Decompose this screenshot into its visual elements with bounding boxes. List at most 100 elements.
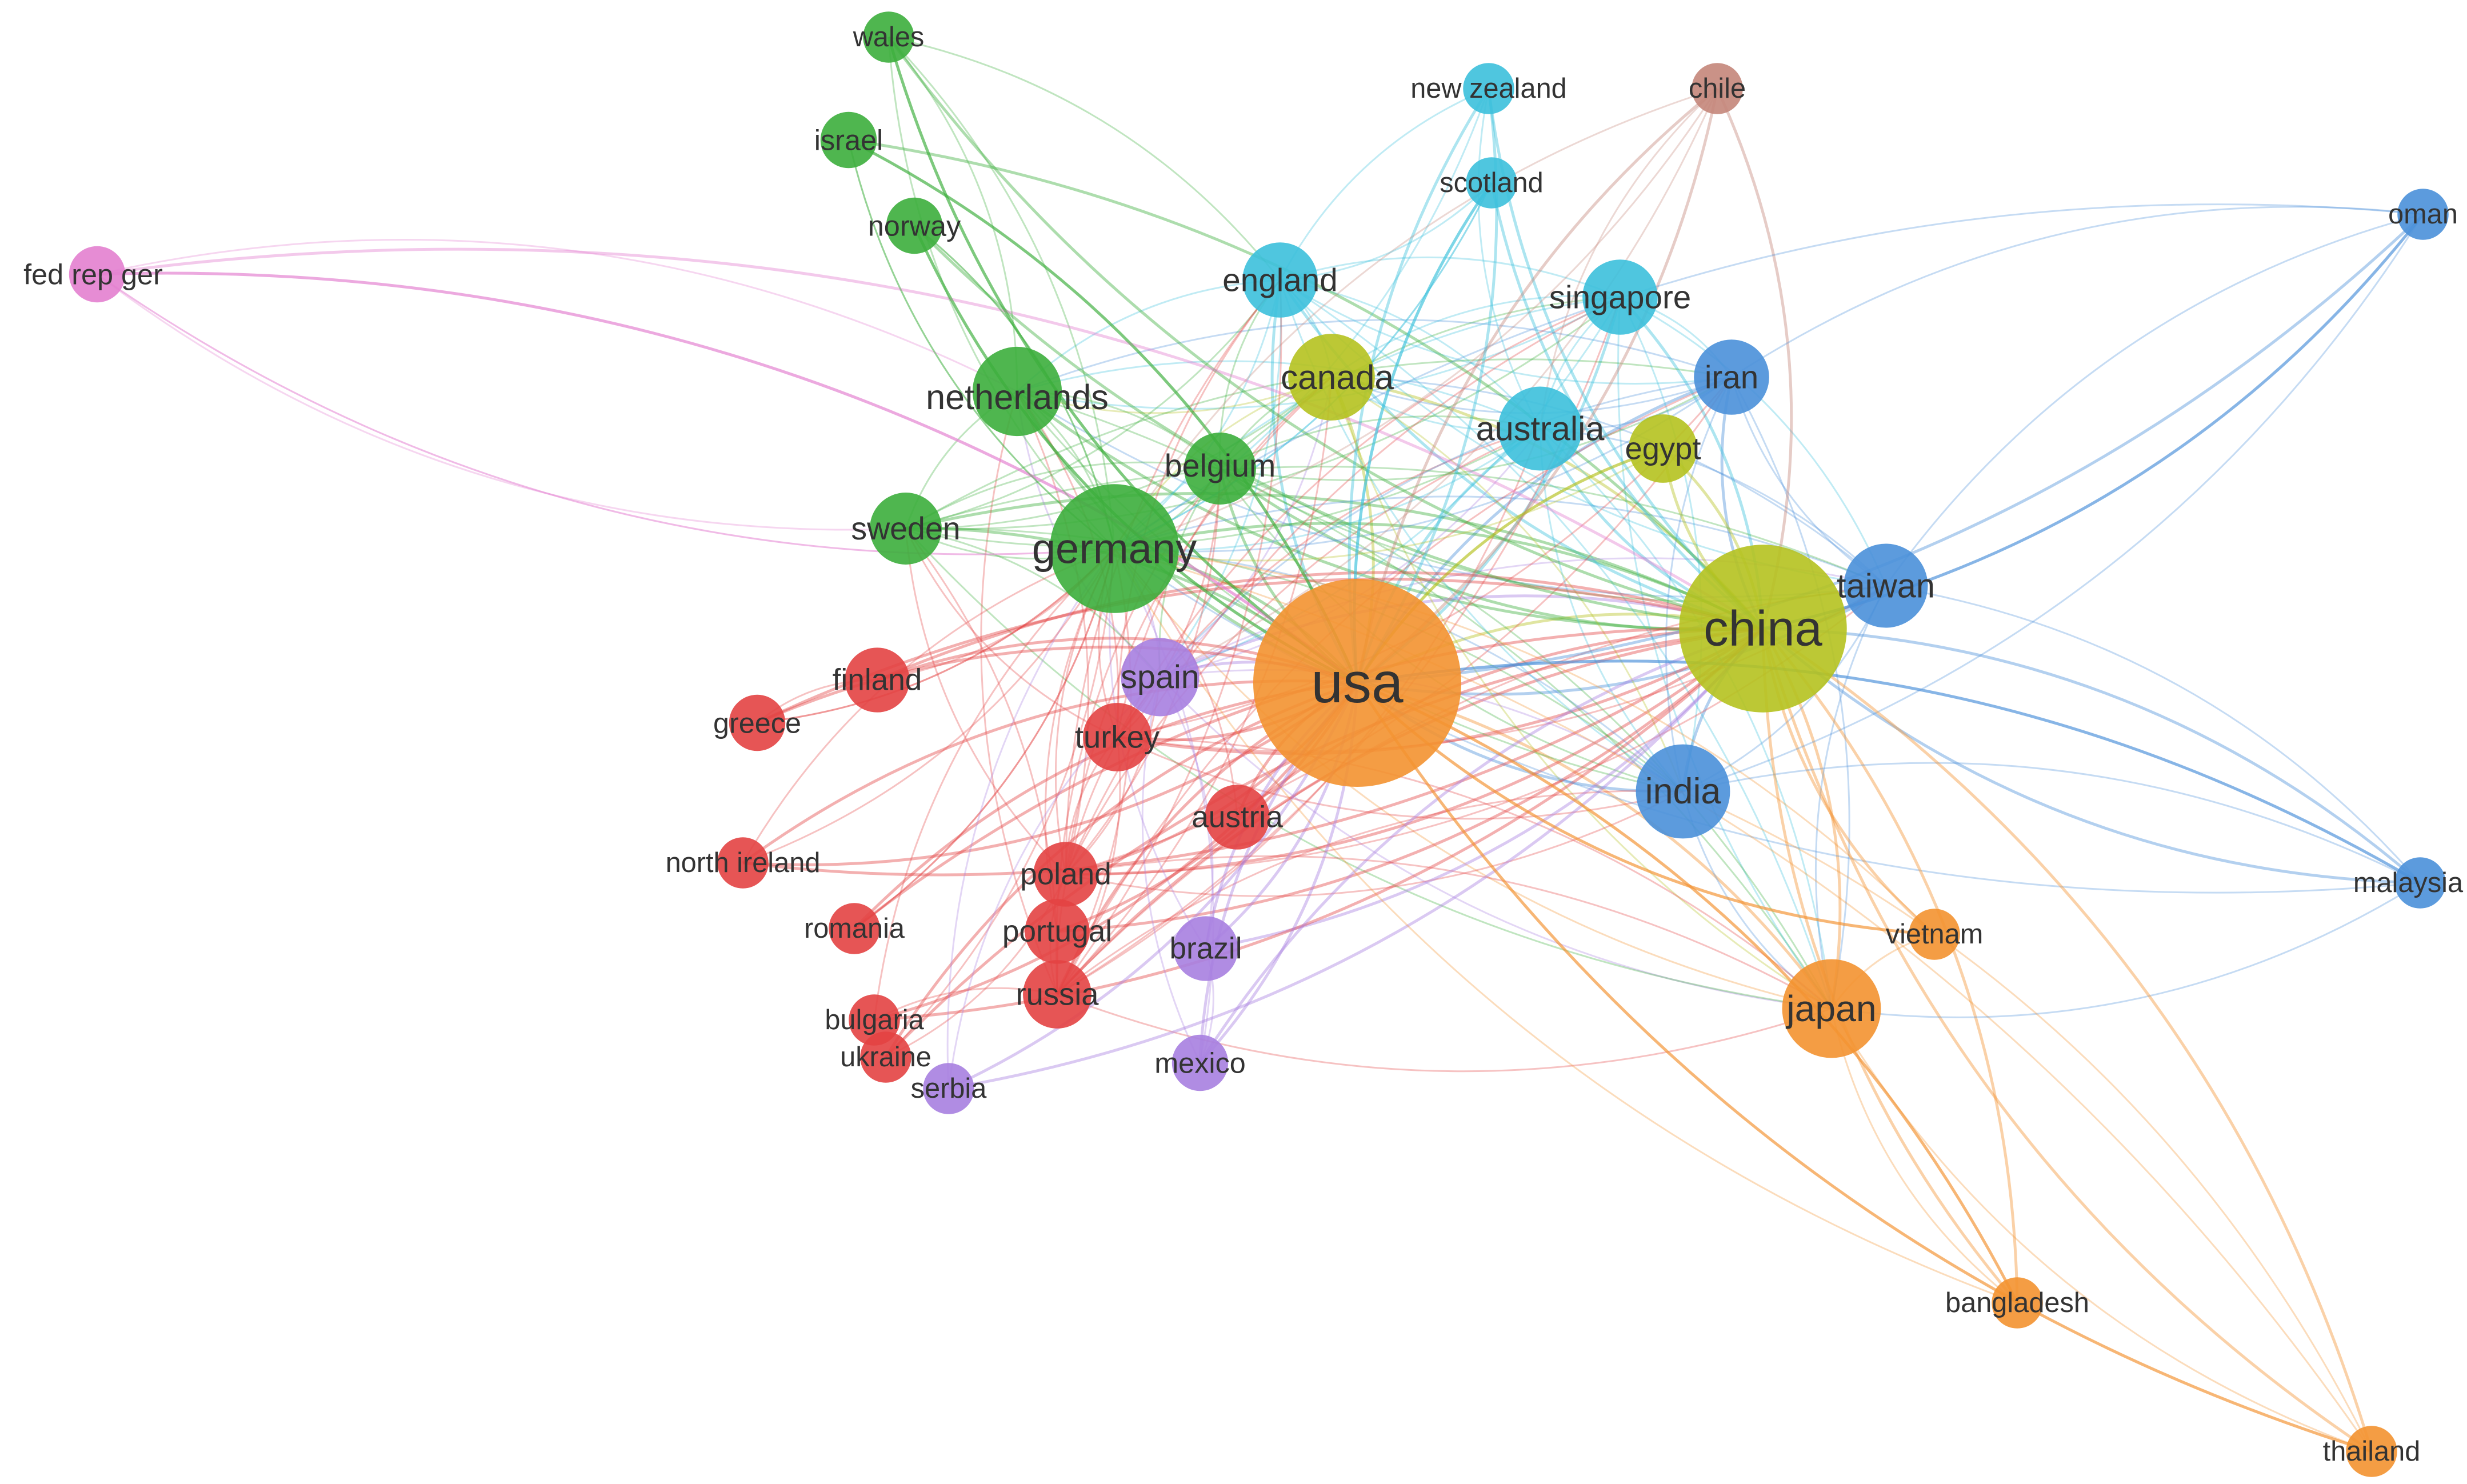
node-spain[interactable] [1121,638,1199,717]
node-malaysia[interactable] [2394,857,2446,909]
link-canada-spain [1159,377,1333,678]
label-chile[interactable]: chile [1689,73,1746,104]
node-portugal[interactable] [1025,899,1090,964]
label-greece[interactable]: greece [713,707,801,739]
label-brazil[interactable]: brazil [1169,932,1242,966]
label-thailand[interactable]: thailand [2323,1436,2421,1467]
node-russia[interactable] [1023,960,1091,1029]
node-turkey[interactable] [1083,703,1151,771]
node-germany[interactable] [1050,484,1179,613]
link-india-australia [1539,428,1684,792]
node-scotland[interactable] [1466,157,1517,209]
label-north-ireland[interactable]: north ireland [666,847,821,878]
link-fed_rep_ger-china [97,247,1764,630]
node-belgium[interactable] [1184,433,1256,505]
link-fed_rep_ger-netherlands [97,239,1018,393]
label-new-zealand[interactable]: new zealand [1410,73,1567,104]
label-usa[interactable]: usa [1311,651,1404,715]
node-netherlands[interactable] [972,346,1062,437]
node-wales[interactable] [863,11,914,63]
label-japan[interactable]: japan [1785,988,1876,1029]
node-serbia[interactable] [923,1063,974,1114]
node-vietnam[interactable] [1909,909,1960,960]
label-taiwan[interactable]: taiwan [1837,567,1935,605]
node-singapore[interactable] [1582,259,1658,335]
node-england[interactable] [1242,242,1318,318]
link-england-spain [1159,279,1282,678]
label-poland[interactable]: poland [1020,858,1111,891]
node-new-zealand[interactable] [1463,63,1514,114]
label-wales[interactable]: wales [853,22,925,53]
label-vietnam[interactable]: vietnam [1886,919,1984,950]
label-austria[interactable]: austria [1191,801,1283,834]
label-germany[interactable]: germany [1032,525,1197,573]
node-thailand[interactable] [2346,1426,2397,1477]
node-oman[interactable] [2397,189,2449,240]
node-ukraine[interactable] [860,1031,911,1083]
label-israel[interactable]: israel [814,124,883,157]
label-spain[interactable]: spain [1121,659,1199,695]
link-mexico-germany [1113,548,1214,1063]
link-fed_rep_ger-germany [97,273,1115,555]
node-fed-rep-ger[interactable] [69,246,126,303]
label-norway[interactable]: norway [868,210,961,242]
label-oman[interactable]: oman [2388,199,2458,230]
node-iran[interactable] [1694,339,1769,415]
node-greece[interactable] [729,694,786,751]
label-india[interactable]: india [1645,771,1721,811]
label-portugal[interactable]: portugal [1002,915,1112,949]
label-mexico[interactable]: mexico [1154,1047,1246,1079]
node-mexico[interactable] [1171,1034,1229,1091]
node-sweden[interactable] [870,493,942,565]
node-israel[interactable] [820,111,877,169]
link-japan-netherlands [1017,390,1833,1009]
label-australia[interactable]: australia [1476,410,1605,448]
link-brazil-china [1205,627,1764,950]
label-russia[interactable]: russia [1015,977,1099,1012]
node-poland[interactable] [1033,842,1098,907]
link-china-netherlands [1016,390,1764,631]
node-canada[interactable] [1288,334,1375,421]
label-iran[interactable]: iran [1705,359,1758,395]
node-taiwan[interactable] [1844,543,1928,628]
link-thailand-china [1762,627,2373,1452]
label-sweden[interactable]: sweden [851,511,960,546]
label-singapore[interactable]: singapore [1549,279,1692,315]
node-norway[interactable] [886,197,943,254]
label-belgium[interactable]: belgium [1165,448,1276,483]
label-china[interactable]: china [1704,601,1822,657]
node-china[interactable] [1679,545,1847,713]
label-bangladesh[interactable]: bangladesh [1945,1287,2089,1318]
node-chile[interactable] [1692,63,1743,114]
label-england[interactable]: england [1222,262,1337,298]
label-egypt[interactable]: egypt [1625,431,1701,466]
node-india[interactable] [1636,744,1730,839]
node-japan[interactable] [1782,959,1881,1058]
label-turkey[interactable]: turkey [1075,720,1160,755]
node-north-ireland[interactable] [717,837,769,889]
link-fed_rep_ger-germany [97,273,1115,555]
link-netherlands-australia [1017,360,1541,430]
node-finland[interactable] [845,647,910,713]
link-japan-russia [1057,993,1832,1073]
link-china-germany [1114,522,1764,630]
label-romania[interactable]: romania [804,913,905,944]
label-scotland[interactable]: scotland [1440,167,1543,198]
label-netherlands[interactable]: netherlands [926,378,1109,417]
label-finland[interactable]: finland [833,663,922,697]
node-brazil[interactable] [1173,916,1238,981]
node-egypt[interactable] [1629,414,1697,483]
link-bangladesh-japan [1830,1008,2018,1304]
label-bulgaria[interactable]: bulgaria [825,1005,924,1035]
label-canada[interactable]: canada [1281,358,1394,397]
node-usa[interactable] [1253,579,1461,787]
label-serbia[interactable]: serbia [911,1073,987,1104]
label-fed-rep-ger[interactable]: fed rep ger [23,258,163,291]
node-austria[interactable] [1205,785,1270,850]
label-ukraine[interactable]: ukraine [840,1042,931,1073]
node-bangladesh[interactable] [1992,1277,2043,1329]
node-australia[interactable] [1498,386,1582,471]
node-romania[interactable] [829,903,880,954]
label-malaysia[interactable]: malaysia [2353,867,2464,898]
